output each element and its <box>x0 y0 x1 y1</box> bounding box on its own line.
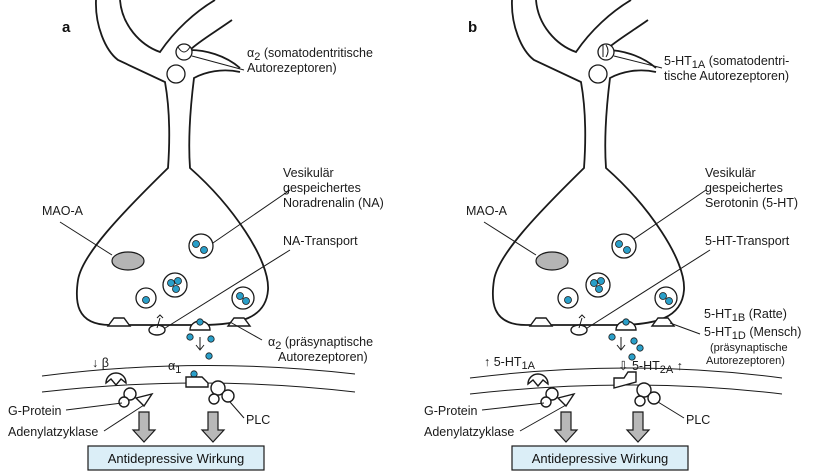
alpha2-pre-label-line2: Autorezeptoren) <box>278 350 368 364</box>
leader-vesicle-a <box>209 189 291 246</box>
ht1a-soma-label: 5-HT1A (somatodentri- <box>664 54 789 71</box>
adenylat-label-b: Adenylatzyklase <box>424 425 514 439</box>
ht2a-post-receptor <box>613 371 661 407</box>
effect-arrow-b-left <box>553 411 579 443</box>
leader-transport-b <box>583 249 711 331</box>
cleft-dot-b-3 <box>628 353 636 361</box>
mao-label-a: MAO-A <box>42 204 84 218</box>
leader-adenylat-b <box>519 404 567 432</box>
presyn-label-b-2: Autorezeptoren) <box>706 355 785 367</box>
alpha1-label: α1 <box>168 359 181 376</box>
beta-label: ↓ β <box>92 356 109 370</box>
leader-mao-b <box>483 221 537 256</box>
plc-label-b: PLC <box>686 413 710 427</box>
vesicle-b-2 <box>585 272 611 298</box>
panel-a: a α2 (somatodentritische Autorezeptoren)… <box>8 0 384 471</box>
gprotein-label-a: G-Protein <box>8 404 62 418</box>
release-dot-b <box>622 318 630 326</box>
postsyn-membrane-b-bottom <box>469 384 783 395</box>
ht1a-soma-label-line2: tische Autorezeptoren) <box>664 69 789 83</box>
leader-gprotein-b <box>481 402 545 411</box>
vesicle-a-1 <box>188 233 214 259</box>
cleft-dot-b-4 <box>636 344 644 352</box>
leader-gprotein-a <box>65 402 123 411</box>
presyn-receptor-b-left <box>528 317 554 327</box>
release-arrow-b <box>616 337 626 351</box>
effect-arrow-a-right <box>200 411 226 443</box>
vesicle-b-3 <box>557 287 579 309</box>
cleft-dot-a-4 <box>190 370 198 378</box>
mao-organelle-b <box>535 251 569 271</box>
leader-alpha2-pre <box>229 321 263 341</box>
soma-receptor-b-top <box>597 43 615 61</box>
vesicle-label-a-2: gespeichertes <box>283 181 361 195</box>
panel-b-letter: b <box>468 19 477 36</box>
plc-label-a: PLC <box>246 413 270 427</box>
leader-vesicle-b <box>627 189 707 244</box>
vesicle-label-b-1: Vesikulär <box>705 166 756 180</box>
leader-adenylat-a <box>103 404 145 432</box>
alpha2-soma-label: α2 (somatodentritische <box>247 46 373 63</box>
vesicle-a-2 <box>162 272 188 298</box>
cleft-dot-b-2 <box>630 337 638 345</box>
transport-label-b: 5-HT-Transport <box>705 234 790 248</box>
effect-box-b <box>511 445 689 471</box>
ht1d-label: 5-HT1D (Mensch) <box>704 325 801 342</box>
effect-text-b: Antidepressive Wirkung <box>532 451 669 466</box>
ht1a-post-label: ↑ 5-HT1A <box>484 355 536 372</box>
soma-receptor-b-bottom <box>588 64 608 84</box>
gprotein-label-b: G-Protein <box>424 404 478 418</box>
presyn-label-b-1: (präsynaptische <box>710 342 788 354</box>
release-dot-a <box>196 318 204 326</box>
transporter-a <box>148 314 166 336</box>
ht1a-post-receptor <box>527 373 576 408</box>
alpha2-soma-label-line2: Autorezeptoren) <box>247 61 337 75</box>
soma-receptor-b-top-inner <box>602 44 609 58</box>
presyn-receptor-b-right <box>650 317 676 327</box>
postsyn-membrane-a-top <box>41 365 356 377</box>
panel-a-letter: a <box>62 19 71 36</box>
adenylat-label-a: Adenylatzyklase <box>8 425 98 439</box>
leader-mao-a <box>59 221 113 256</box>
postsyn-membrane-b-top <box>469 367 783 379</box>
transport-label-a: NA-Transport <box>283 234 358 248</box>
panel-b: b 5-HT1A (somatodentri- tische Autorezep… <box>424 0 801 471</box>
transporter-b <box>570 314 588 336</box>
release-arrow-a <box>195 337 205 351</box>
leader-ht1a-soma <box>613 55 663 69</box>
vesicle-b-1 <box>611 233 637 259</box>
vesicle-a-3 <box>135 287 157 309</box>
vesicle-label-a-3: Noradrenalin (NA) <box>283 196 384 210</box>
leader-plc-b <box>657 401 685 419</box>
mao-organelle-a <box>111 251 145 271</box>
mao-label-b: MAO-A <box>466 204 508 218</box>
effect-arrow-a-left <box>131 411 157 443</box>
beta-receptor <box>105 372 154 408</box>
leader-plc-a <box>229 401 245 419</box>
cleft-dot-b-1 <box>608 333 616 341</box>
effect-arrow-b-right <box>625 411 651 443</box>
alpha2-pre-label: α2 (präsynaptische <box>268 335 373 352</box>
vesicle-b-4 <box>654 286 678 310</box>
leader-alpha2-soma <box>191 55 245 71</box>
vesicle-label-b-3: Serotonin (5-HT) <box>705 196 798 210</box>
leader-transport-a <box>161 249 291 331</box>
leader-ht1b <box>669 322 701 335</box>
cleft-dot-a-2 <box>207 335 215 343</box>
effect-text-a: Antidepressive Wirkung <box>108 451 245 466</box>
cleft-dot-a-1 <box>186 333 194 341</box>
effect-box-a <box>87 445 265 471</box>
vesicle-a-4 <box>231 286 255 310</box>
alpha1-receptor <box>185 376 235 405</box>
soma-receptor-a-bottom <box>166 64 186 84</box>
cleft-dot-a-3 <box>205 352 213 360</box>
ht1b-label: 5-HT1B (Ratte) <box>704 307 787 324</box>
neuron-outline-b <box>491 0 685 326</box>
presyn-receptor-a-left <box>106 317 132 327</box>
soma-receptor-a-top-inner <box>177 46 191 53</box>
vesicle-label-a-1: Vesikulär <box>283 166 334 180</box>
vesicle-label-b-2: gespeichertes <box>705 181 783 195</box>
